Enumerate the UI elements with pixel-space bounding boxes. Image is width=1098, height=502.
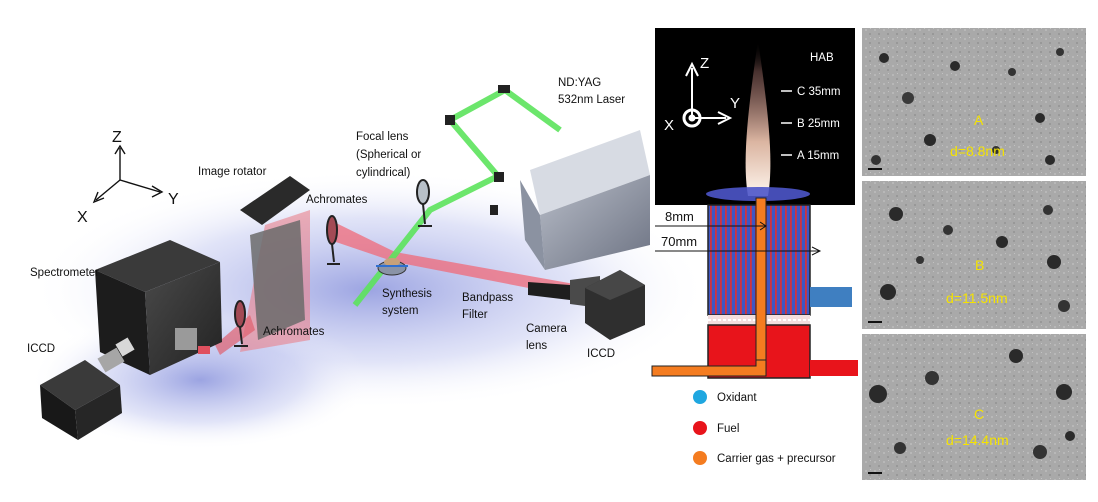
label-image-rotator: Image rotator: [198, 166, 267, 178]
hab-mark-a: A 15mm: [797, 150, 839, 162]
legend-oxidant: Oxidant: [717, 392, 757, 404]
label-synthesis-1: Synthesis: [382, 288, 432, 300]
label-iccd-right: ICCD: [587, 348, 615, 360]
burner-axis-y: Y: [730, 95, 740, 112]
spectrometer: [95, 240, 222, 375]
iccd-left: [40, 337, 135, 440]
tem-image-c: C d=14.4nm: [862, 334, 1086, 480]
label-camera-1: Camera: [526, 323, 568, 335]
hab-mark-b: B 25mm: [797, 118, 840, 130]
achromate-top: [326, 215, 338, 245]
tem-image-b: B d=11.5nm: [862, 181, 1086, 329]
label-camera-2: lens: [526, 340, 547, 352]
mirror-4: [490, 205, 498, 215]
tem-c-letter: C: [974, 406, 984, 422]
setup-axis-x: X: [77, 209, 88, 226]
mirror-1: [498, 85, 510, 93]
legend-carrier: Carrier gas + precursor: [717, 453, 836, 465]
mirror-2: [445, 115, 455, 125]
label-focal-lens-1: Focal lens: [356, 131, 409, 143]
spectrometer-slit: [198, 346, 210, 354]
rotator-body: [250, 220, 305, 340]
label-focal-lens-3: cylindrical): [356, 167, 410, 179]
burner-axes: [682, 61, 733, 128]
mirror-3: [494, 172, 504, 182]
dim-outer: 70mm: [661, 234, 697, 249]
laser-beam: [352, 86, 562, 307]
synthesis-system: [376, 258, 408, 276]
label-bandpass-1: Bandpass: [462, 292, 513, 304]
legend-swatch-oxidant: [693, 390, 707, 404]
fuel-inlet-right: [810, 360, 858, 376]
legend-swatch-carrier: [693, 451, 707, 465]
burner-axis-x: X: [664, 117, 674, 134]
tem-b-letter: B: [975, 257, 984, 273]
burner-panel: Z X Y HAB C 35mm B 25mm A 15mm 8mm 70mm …: [651, 28, 858, 465]
flame: [745, 40, 771, 196]
flame-base: [706, 187, 810, 201]
legend-swatch-fuel: [693, 421, 707, 435]
label-laser-2: 532nm Laser: [558, 94, 625, 106]
burner-axis-z: Z: [700, 55, 709, 72]
legend-fuel: Fuel: [717, 423, 739, 435]
legend: Oxidant Fuel Carrier gas + precursor: [693, 390, 836, 465]
label-spectrometer: Spectrometer: [30, 267, 99, 279]
emission-beam-lower: [215, 315, 255, 355]
label-laser-1: ND:YAG: [558, 77, 601, 89]
label-achromates-top: Achromates: [306, 194, 368, 206]
setup-axis-z: Z: [112, 129, 122, 146]
hab-title: HAB: [810, 52, 834, 64]
focal-lens: [416, 179, 430, 205]
tem-image-a: A d=8.8nm: [862, 28, 1086, 176]
precursor-tube-bend: [651, 359, 767, 377]
setup-axis-y: Y: [168, 191, 179, 208]
tem-c-size: d=14.4nm: [946, 432, 1009, 448]
achromate-bottom: [234, 300, 246, 328]
oxidant-inlet: [810, 287, 852, 307]
label-synthesis-2: system: [382, 305, 418, 317]
tem-panels: A d=8.8nm B d=11.5nm C d=14.4nm: [862, 28, 1086, 480]
camera-assembly: [528, 270, 645, 340]
label-bandpass-2: Filter: [462, 309, 488, 321]
laser-box: [520, 130, 650, 270]
tem-a-size: d=8.8nm: [950, 143, 1005, 159]
emission-beam: [330, 220, 580, 298]
setup-axes: [92, 144, 164, 204]
label-iccd-left: ICCD: [27, 343, 55, 355]
label-focal-lens-2: (Spherical or: [356, 149, 421, 161]
optical-setup: Z X Y: [27, 77, 710, 450]
tem-a-letter: A: [974, 112, 984, 128]
dim-inner: 8mm: [665, 209, 694, 224]
label-achromates-bottom: Achromates: [263, 326, 325, 338]
hab-mark-c: C 35mm: [797, 86, 840, 98]
image-rotator: [240, 176, 310, 225]
tem-b-size: d=11.5nm: [946, 290, 1008, 306]
